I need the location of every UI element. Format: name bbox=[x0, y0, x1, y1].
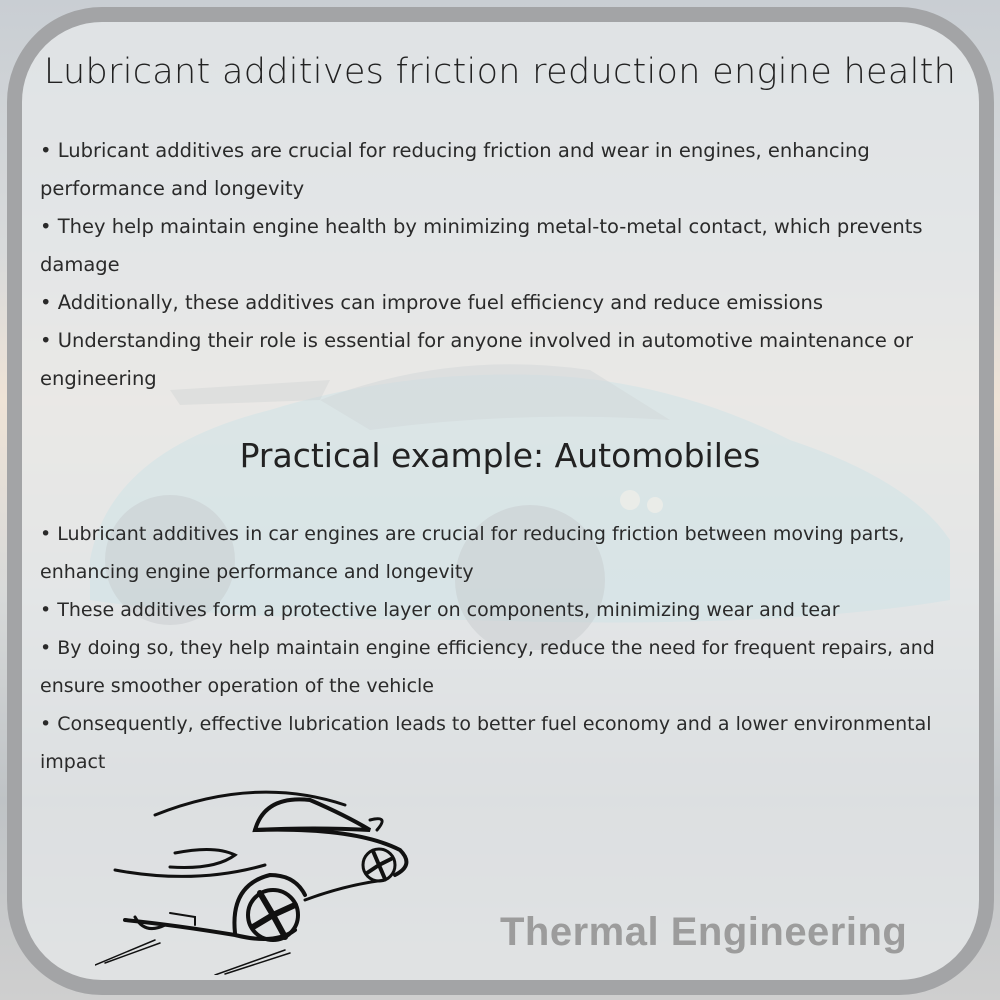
bullet-item: • By doing so, they help maintain engine… bbox=[40, 637, 935, 697]
content-card bbox=[7, 7, 994, 995]
bullet-item: • Consequently, effective lubrication le… bbox=[40, 713, 932, 773]
bullet-item: • Lubricant additives in car engines are… bbox=[40, 523, 905, 583]
bullet-item: • Lubricant additives are crucial for re… bbox=[40, 139, 870, 200]
bullet-item: • These additives form a protective laye… bbox=[40, 599, 840, 621]
bullet-item: • Additionally, these additives can impr… bbox=[40, 291, 824, 314]
brand-watermark: Thermal Engineering bbox=[500, 910, 908, 954]
bullet-item: • Understanding their role is essential … bbox=[40, 329, 914, 390]
example-bullet-list: • Lubricant additives in car engines are… bbox=[40, 515, 970, 781]
page-title: Lubricant additives friction reduction e… bbox=[43, 52, 957, 92]
bullet-item: • They help maintain engine health by mi… bbox=[40, 215, 923, 276]
car-silhouette-icon bbox=[95, 790, 409, 975]
section-heading: Practical example: Automobiles bbox=[239, 436, 761, 475]
intro-bullet-list: • Lubricant additives are crucial for re… bbox=[40, 132, 970, 398]
